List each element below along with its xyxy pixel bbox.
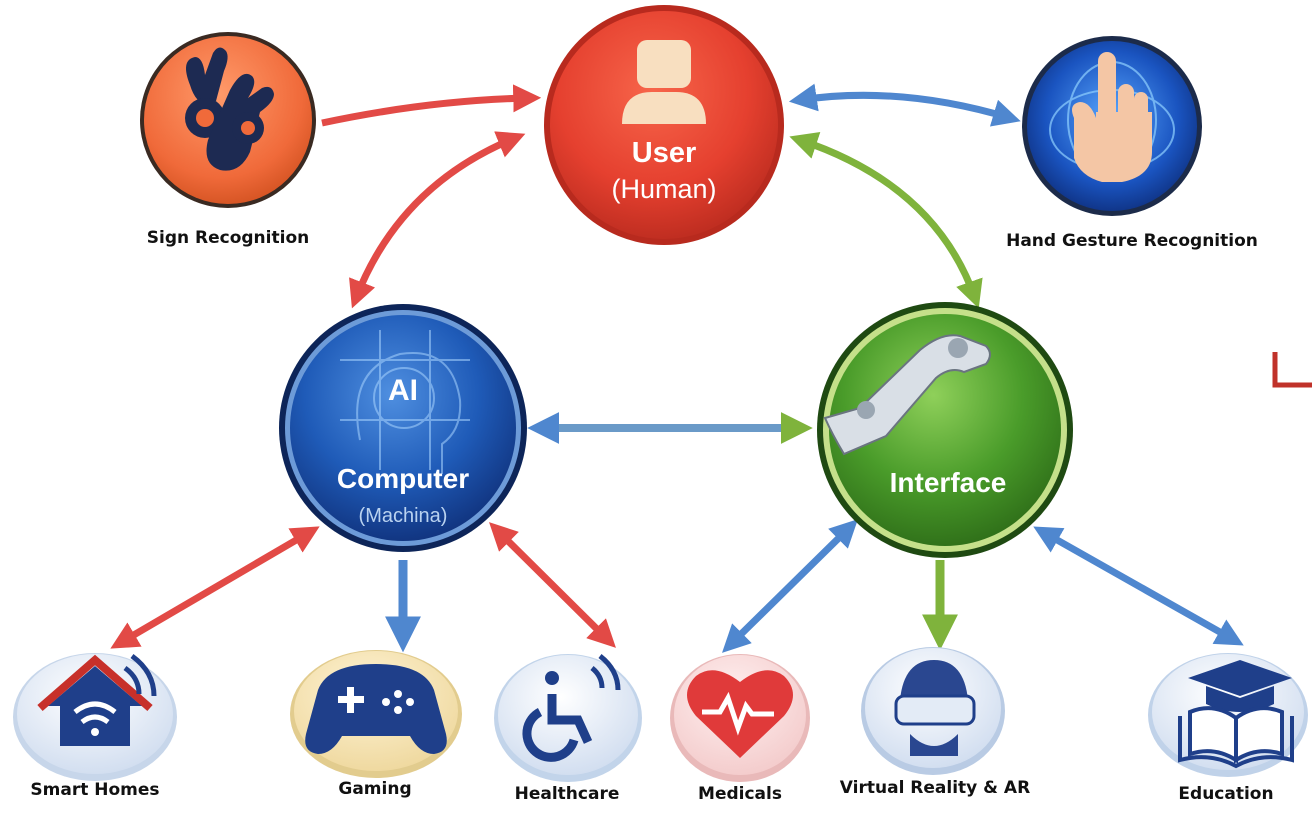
healthcare-label: Healthcare	[514, 784, 620, 804]
medicals-label: Medicals	[698, 784, 782, 804]
education-label: Education	[1178, 784, 1274, 804]
gaming-node	[290, 650, 462, 778]
interface-node: Interface	[817, 302, 1073, 558]
hand-gesture-label-box: Hand Gesture Recognition	[1006, 231, 1258, 251]
computer-subtitle: (Machina)	[359, 505, 448, 527]
smart-homes-node	[13, 653, 177, 781]
graduation-book-icon	[1178, 660, 1294, 769]
house-wifi-icon	[37, 653, 157, 746]
hand-gesture-node	[1022, 36, 1202, 216]
ok-hand-sign-icon	[185, 47, 274, 171]
computer-title: Computer	[337, 463, 469, 494]
wheelchair-icon	[522, 654, 621, 762]
gamepad-icon	[305, 664, 447, 754]
arrow-user-gesture	[788, 83, 1021, 127]
gaming-label-box: Gaming	[338, 779, 412, 799]
pointing-hand-icon	[1072, 52, 1152, 182]
user-subtitle: (Human)	[611, 174, 716, 204]
arrow-user-computer	[349, 131, 526, 309]
red-bracket-mark	[1272, 352, 1312, 388]
education-node	[1148, 653, 1308, 777]
vr-headset-icon	[894, 660, 976, 756]
virtual-reality-node	[861, 647, 1005, 775]
computer-node: AI Computer (Machina)	[279, 304, 527, 552]
arrow-computer-smarthomes	[110, 526, 320, 649]
heart-pulse-icon	[687, 670, 793, 758]
sign-recognition-label: Sign Recognition	[146, 228, 310, 248]
smart-homes-label: Smart Homes	[30, 780, 160, 800]
smart-homes-label-box: Smart Homes	[30, 780, 160, 800]
vr-label-box: Virtual Reality & AR	[839, 778, 1031, 798]
hand-gesture-label: Hand Gesture Recognition	[1006, 231, 1258, 251]
healthcare-label-box: Healthcare	[514, 784, 620, 804]
person-icon	[622, 40, 706, 124]
gaming-label: Gaming	[338, 779, 412, 799]
arrow-interface-medicals	[722, 519, 858, 653]
medicals-node	[670, 654, 810, 782]
arrow-sign-to-user	[321, 84, 542, 127]
arrow-computer-healthcare	[489, 522, 616, 648]
sign-recognition-label-box: Sign Recognition	[146, 228, 310, 248]
ai-badge: AI	[388, 374, 418, 407]
user-node: User (Human)	[538, 0, 790, 251]
healthcare-node	[494, 654, 642, 782]
arrow-interface-education	[1033, 526, 1244, 646]
sign-recognition-node	[140, 32, 316, 208]
arrows	[110, 83, 1244, 653]
robot-arm-icon	[823, 334, 991, 456]
user-title: User	[632, 137, 697, 169]
arrow-user-interface	[789, 132, 983, 309]
interface-title: Interface	[890, 467, 1007, 498]
virtual-reality-label: Virtual Reality & AR	[839, 778, 1031, 798]
ai-head-icon	[340, 330, 470, 474]
medicals-label-box: Medicals	[698, 784, 782, 804]
education-label-box: Education	[1178, 784, 1274, 804]
